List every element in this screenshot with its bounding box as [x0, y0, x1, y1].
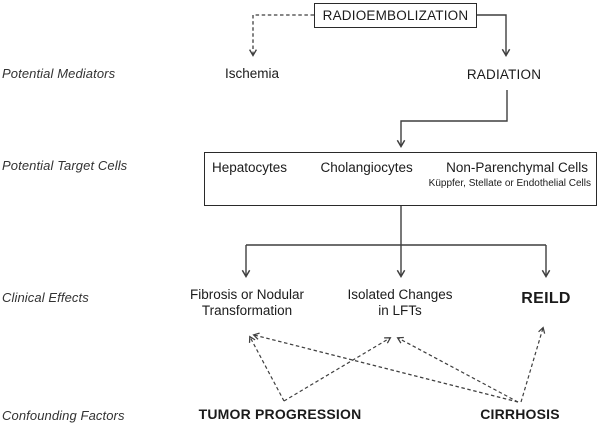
row-label-confounding-factors: Confounding Factors — [2, 408, 125, 423]
cirrhosis-node: CIRRHOSIS — [480, 406, 560, 422]
row-label-potential-target-cells: Potential Target Cells — [2, 158, 128, 173]
dashed-tumor-to-fibrosis — [248, 335, 285, 402]
lfts-line1: Isolated Changes — [347, 287, 453, 302]
target-cells-row: Hepatocytes Cholangiocytes Non-Parenchym… — [205, 153, 596, 175]
fibrosis-line2: Transformation — [201, 303, 293, 318]
radioembolization-box: RADIOEMBOLIZATION — [314, 3, 477, 28]
target-cells-box: Hepatocytes Cholangiocytes Non-Parenchym… — [204, 152, 597, 206]
dashed-cirrhosis-to-fibrosis — [252, 332, 519, 403]
arrow-radioembolization-to-radiation — [477, 14, 511, 57]
reild-node: REILD — [521, 290, 571, 307]
row-label-potential-mediators: Potential Mediators — [2, 66, 116, 81]
target-cell-cholangiocytes: Cholangiocytes — [320, 160, 413, 175]
fibrosis-node: Fibrosis or Nodular Transformation — [167, 287, 327, 319]
ischemia-node: Ischemia — [224, 66, 280, 81]
dashed-tumor-to-lfts — [283, 337, 392, 402]
row-label-clinical-effects: Clinical Effects — [2, 290, 89, 305]
target-cell-non-parenchymal: Non-Parenchymal Cells — [446, 160, 588, 175]
lfts-line2: in LFTs — [378, 303, 422, 318]
tumor-progression-node: TUMOR PROGRESSION — [198, 406, 362, 422]
fibrosis-line1: Fibrosis or Nodular — [189, 287, 305, 302]
target-cells-subtext: Küppfer, Stellate or Endothelial Cells — [428, 178, 591, 189]
lfts-node: Isolated Changes in LFTs — [320, 287, 480, 319]
arrow-radiation-to-target-cells — [396, 90, 508, 148]
dashed-arrow-radioembolization-to-ischemia — [248, 14, 314, 57]
dashed-cirrhosis-to-lfts — [396, 336, 519, 403]
target-cell-hepatocytes: Hepatocytes — [212, 160, 288, 175]
radioembolization-label: RADIOEMBOLIZATION — [322, 8, 469, 23]
dashed-cirrhosis-to-reild — [520, 326, 546, 403]
radiation-node: RADIATION — [466, 67, 542, 82]
